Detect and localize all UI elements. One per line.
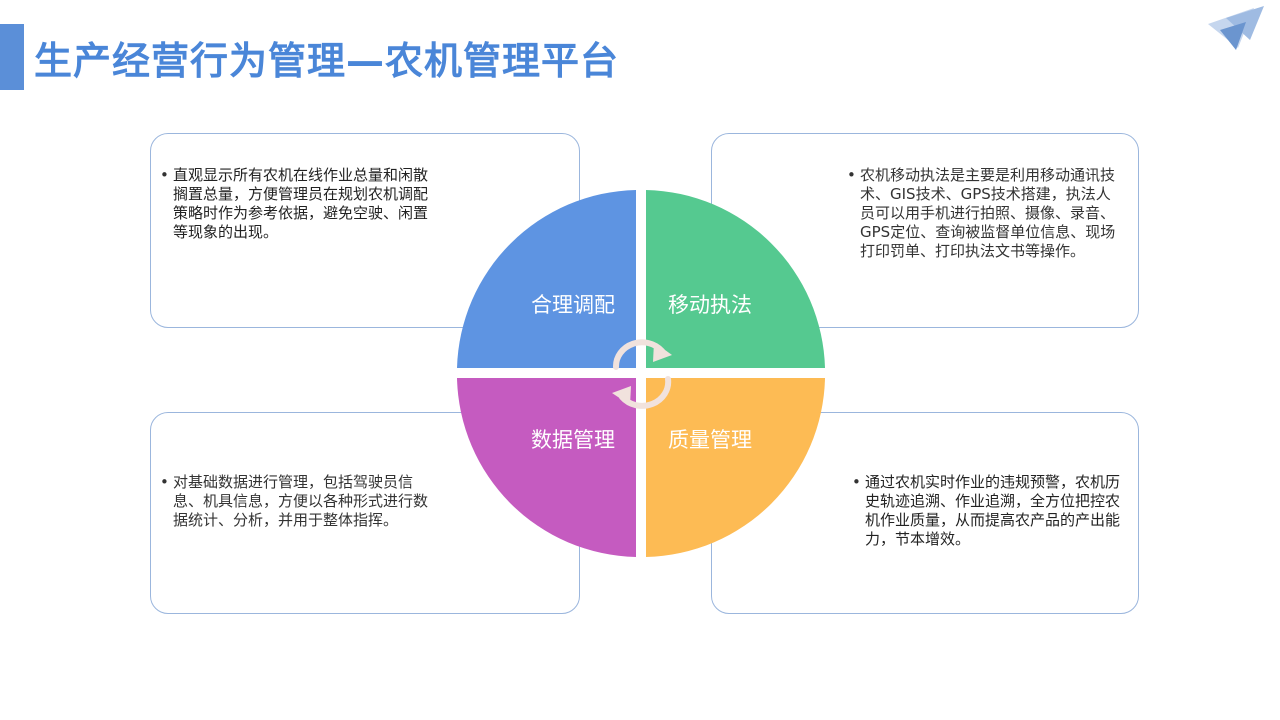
quadrant-label-bl: 数据管理 xyxy=(531,428,615,452)
four-quadrant-diagram: 合理调配 移动执法 数据管理 质量管理 xyxy=(457,190,825,557)
quadrant-br xyxy=(646,378,825,557)
cycle-arrows-icon xyxy=(612,339,672,409)
quadrant-bl xyxy=(457,378,636,557)
quadrant-label-tl: 合理调配 xyxy=(531,293,615,317)
quadrant-tr xyxy=(646,190,825,368)
card-top-right-text: 农机移动执法是主要是利用移动通讯技术、GIS技术、GPS技术搭建，执法人员可以用… xyxy=(847,166,1122,261)
page-title: 生产经营行为管理—农机管理平台 xyxy=(34,39,620,83)
card-bottom-left-text: 对基础数据进行管理，包括驾驶员信息、机具信息，方便以各种形式进行数据统计、分析，… xyxy=(160,473,436,530)
card-top-left-text: 直观显示所有农机在线作业总量和闲散搁置总量，方便管理员在规划农机调配策略时作为参… xyxy=(160,166,440,242)
corner-triangles-icon xyxy=(1208,6,1264,50)
card-bottom-right-text: 通过农机实时作业的违规预警，农机历史轨迹追溯、作业追溯，全方位把控农机作业质量，… xyxy=(852,473,1122,549)
quadrant-tl xyxy=(457,190,636,368)
title-accent-bar xyxy=(0,24,24,90)
quadrant-label-tr: 移动执法 xyxy=(668,293,752,317)
quadrant-label-br: 质量管理 xyxy=(668,428,752,452)
